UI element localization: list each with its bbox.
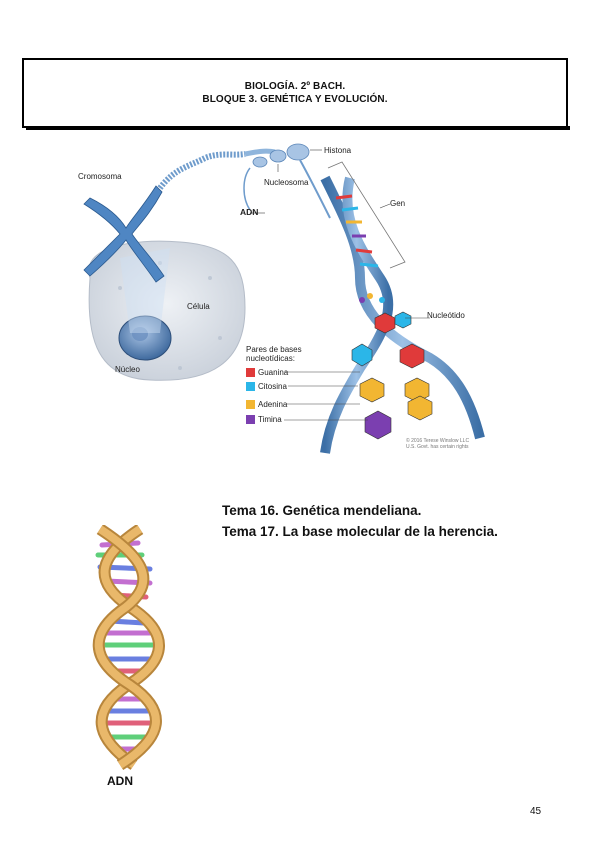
swatch-timina	[246, 415, 255, 424]
legend-item-timina: Timina	[246, 415, 282, 424]
header-box: BIOLOGÍA. 2º BACH. BLOQUE 3. GENÉTICA Y …	[22, 58, 568, 128]
header-shadow	[26, 126, 570, 130]
topic-16: Tema 16. Genética mendeliana.	[222, 503, 422, 518]
header-line-1: BIOLOGÍA. 2º BACH.	[244, 81, 346, 92]
swatch-guanina	[246, 368, 255, 377]
swatch-citosina	[246, 382, 255, 391]
legend-item-guanina: Guanina	[246, 368, 288, 377]
dna-caption: ADN	[107, 774, 133, 788]
label-celula: Célula	[187, 302, 210, 311]
label-nucleotido: Nucleótido	[427, 311, 465, 320]
label-adn: ADN	[240, 207, 259, 217]
page-number: 45	[530, 806, 542, 817]
swatch-adenina	[246, 400, 255, 409]
label-nucleo: Núcleo	[115, 365, 140, 374]
legend-item-adenina: Adenina	[246, 400, 287, 409]
topic-17: Tema 17. La base molecular de la herenci…	[222, 524, 498, 539]
label-histona: Histona	[324, 146, 352, 155]
dna-structure-figure: Cromosoma Histona Nucleosoma ADN Gen Cél…	[60, 138, 500, 458]
dna-cartoon-svg	[92, 523, 165, 771]
label-cromosoma: Cromosoma	[78, 172, 122, 181]
dna-structure-illustration	[83, 143, 485, 454]
chromosome	[83, 185, 165, 283]
legend-title: Pares de bases nucleotídicas:	[246, 345, 302, 363]
figure-copyright: © 2016 Terese Winslow LLC U.S. Govt. has…	[406, 438, 470, 450]
label-nucleosoma: Nucleosoma	[264, 178, 309, 187]
header-line-2: BLOQUE 3. GENÉTICA Y EVOLUCIÓN.	[202, 94, 388, 105]
label-gen: Gen	[390, 199, 406, 208]
dna-cartoon	[80, 523, 180, 775]
legend-item-citosina: Citosina	[246, 382, 287, 391]
